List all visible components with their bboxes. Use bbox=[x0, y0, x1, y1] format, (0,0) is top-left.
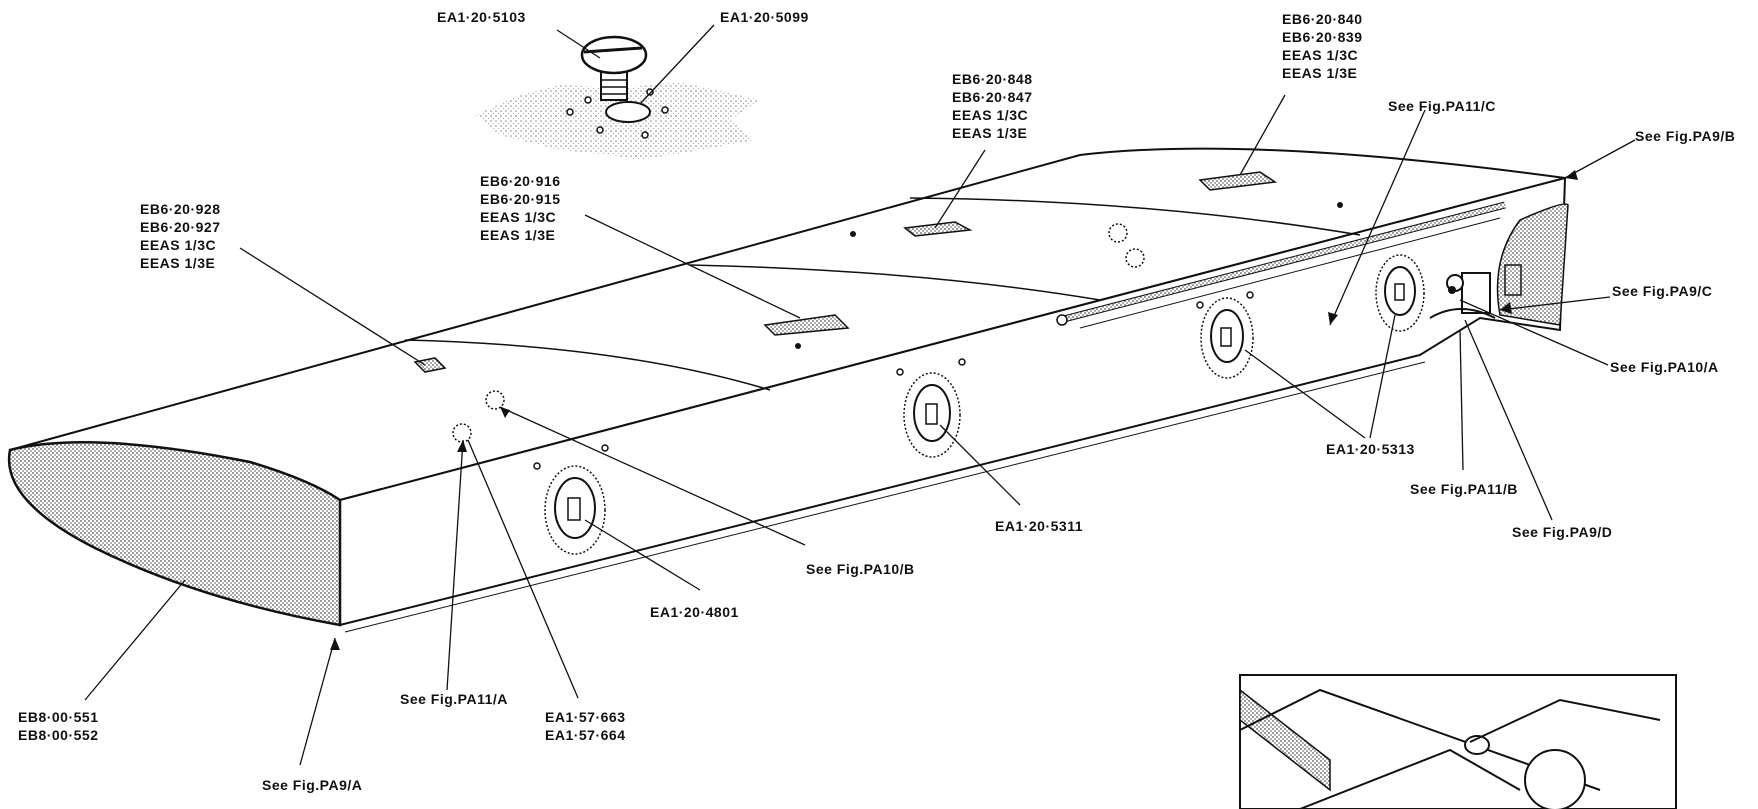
label-fig-pa11a: See Fig.PA11/A bbox=[400, 691, 508, 707]
arrowheads bbox=[330, 170, 1578, 650]
side-access-doors bbox=[533, 254, 1425, 555]
label-fig-pa10b: See Fig.PA10/B bbox=[806, 561, 915, 577]
label-panel-top-right: EB6·20·840 EB6·20·839 EEAS 1/3C EEAS 1/3… bbox=[1282, 11, 1363, 81]
label-panel-mid: EB6·20·916 EB6·20·915 EEAS 1/3C EEAS 1/3… bbox=[480, 173, 561, 243]
top-access-panels bbox=[413, 171, 1343, 443]
label-part-5311: EA1·20·5311 bbox=[995, 518, 1084, 534]
label-screw: EA1·20·5103 bbox=[437, 9, 526, 25]
label-tip-parts: EB8·00·551 EB8·00·552 bbox=[18, 709, 99, 743]
wing-body bbox=[7, 147, 1569, 633]
label-fig-pa11c: See Fig.PA11/C bbox=[1388, 98, 1496, 114]
label-fig-pa9b: See Fig.PA9/B bbox=[1635, 128, 1736, 144]
label-panel-left: EB6·20·928 EB6·20·927 EEAS 1/3C EEAS 1/3… bbox=[140, 201, 221, 271]
label-fig-pa9a: See Fig.PA9/A bbox=[262, 777, 363, 793]
screw-inset bbox=[475, 35, 760, 160]
label-fig-pa9c: See Fig.PA9/C bbox=[1612, 283, 1713, 299]
label-fig-pa11b: See Fig.PA11/B bbox=[1410, 481, 1518, 497]
label-fig-pa10a: See Fig.PA10/A bbox=[1610, 359, 1719, 375]
label-part-4801: EA1·20·4801 bbox=[650, 604, 739, 620]
label-part-5313: EA1·20·5313 bbox=[1326, 441, 1415, 457]
label-fig-pa9d: See Fig.PA9/D bbox=[1512, 524, 1613, 540]
label-part-663: EA1·57·663 EA1·57·664 bbox=[545, 709, 626, 743]
detail-inset bbox=[1239, 674, 1677, 809]
leader-lines bbox=[84, 24, 1636, 766]
label-panel-mid-upper: EB6·20·848 EB6·20·847 EEAS 1/3C EEAS 1/3… bbox=[952, 71, 1033, 141]
label-screw-hole: EA1·20·5099 bbox=[720, 9, 809, 25]
